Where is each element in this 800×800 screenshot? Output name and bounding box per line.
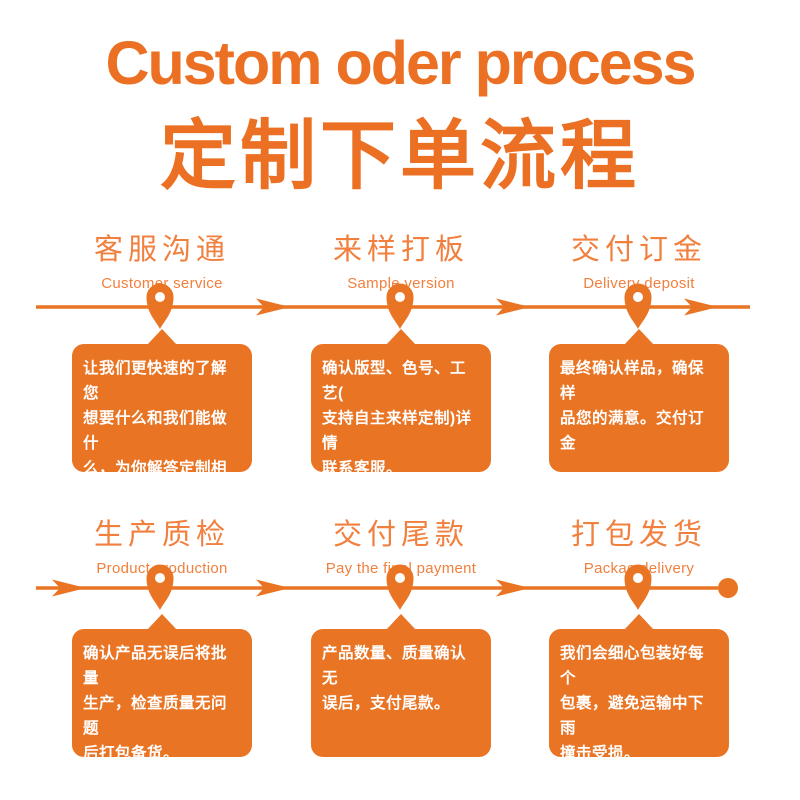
arrow-right-icon xyxy=(684,298,718,316)
step-bubble-product-production: 确认产品无误后将批量 生产，检查质量无问题 后打包备货。 xyxy=(72,614,252,762)
step-bubble-final-payment: 产品数量、质量确认无 误后，支付尾款。 xyxy=(311,614,491,757)
step-bubble-delivery-deposit: 最终确认样品，确保样 品您的满意。交付订金 xyxy=(549,329,729,472)
arrow-right-icon xyxy=(496,298,530,316)
location-pin-icon xyxy=(146,564,174,610)
title-chinese: 定制下单流程 xyxy=(160,115,640,199)
location-pin-icon xyxy=(624,283,652,329)
location-pin-icon xyxy=(386,283,414,329)
step-description: 最终确认样品，确保样 品您的满意。交付订金 xyxy=(560,360,705,452)
step-header-delivery-deposit: 交付订金 Delivery deposit xyxy=(519,226,759,292)
step-header-sample-version: 来样打板 Sample version xyxy=(281,226,521,292)
step-bubble-sample-version: 确认版型、色号、工艺( 支持自主来样定制)详情 联系客服。 xyxy=(311,329,491,477)
pin-hole xyxy=(155,292,165,302)
step-description: 确认产品无误后将批量 生产，检查质量无问题 后打包备货。 xyxy=(83,645,228,762)
pin-hole xyxy=(633,292,643,302)
location-pin-icon xyxy=(386,564,414,610)
step-description: 让我们更快速的了解您 想要什么和我们能做什 么，为你解答定制相关 的疑问。 xyxy=(83,360,228,527)
title-english: Custom oder process xyxy=(105,29,696,97)
step-title-zh: 交付尾款 xyxy=(332,519,469,551)
step-title-zh: 来样打板 xyxy=(332,234,469,266)
step-description: 产品数量、质量确认无 误后，支付尾款。 xyxy=(322,645,467,712)
step-header-customer-service: 客服沟通 Customer service xyxy=(42,226,282,292)
arrow-right-icon xyxy=(256,579,290,597)
step-description: 我们会细心包装好每个 包裹，避免运输中下雨 撞击受损。 xyxy=(560,645,705,762)
timeline-row-1 xyxy=(36,283,750,329)
location-pin-icon xyxy=(624,564,652,610)
location-pin-icon xyxy=(146,283,174,329)
arrow-right-icon xyxy=(256,298,290,316)
step-description: 确认版型、色号、工艺( 支持自主来样定制)详情 联系客服。 xyxy=(322,360,472,477)
step-title-en: Sample version xyxy=(347,275,455,292)
pin-hole xyxy=(395,573,405,583)
step-title-zh: 打包发货 xyxy=(570,519,707,551)
arrow-right-icon xyxy=(496,579,530,597)
pin-hole xyxy=(633,573,643,583)
step-title-en: Customer service xyxy=(101,275,223,292)
pin-hole xyxy=(155,573,165,583)
step-title-zh: 交付订金 xyxy=(570,234,707,266)
step-bubble-customer-service: 让我们更快速的了解您 想要什么和我们能做什 么，为你解答定制相关 的疑问。 xyxy=(72,329,252,527)
step-header-final-payment: 交付尾款 Pay the final payment xyxy=(281,511,521,577)
step-title-zh: 客服沟通 xyxy=(93,234,230,266)
arrow-right-icon xyxy=(52,579,86,597)
step-title-zh: 生产质检 xyxy=(93,519,230,551)
pin-hole xyxy=(395,292,405,302)
end-dot-icon xyxy=(718,578,738,598)
timeline-row-2 xyxy=(36,564,738,610)
step-title-en: Delivery deposit xyxy=(583,275,695,292)
step-bubble-package-delivery: 我们会细心包装好每个 包裹，避免运输中下雨 撞击受损。 xyxy=(549,614,729,762)
